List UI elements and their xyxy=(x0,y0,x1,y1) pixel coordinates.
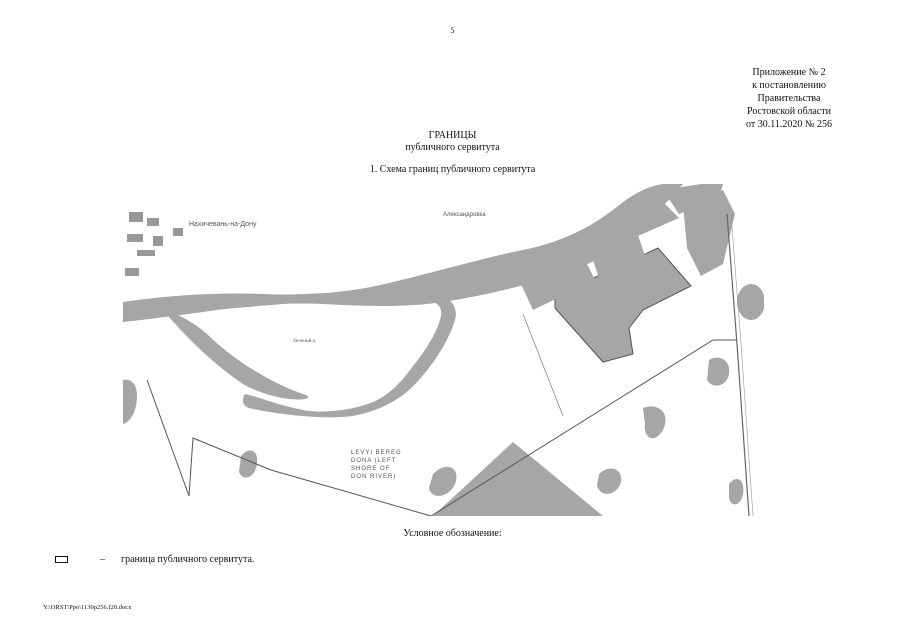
railway-right xyxy=(726,213,750,516)
appendix-line: Ростовской области xyxy=(747,106,831,117)
legend-title: Условное обозначение: xyxy=(403,528,502,539)
port-basin-top xyxy=(601,198,679,246)
appendix-block: Приложение № 2 к постановлению Правитель… xyxy=(729,66,849,131)
scheme-title: 1. Схема границ публичного сервитута xyxy=(369,164,536,175)
city-blocks xyxy=(125,212,183,276)
footer-file-path: Y:\ORST\Ppo\1130p256.f20.docx xyxy=(43,604,132,611)
port-basin-mid xyxy=(591,232,645,278)
map-label-bank-2: DONA (LEFT xyxy=(351,458,396,464)
island-inner-water xyxy=(163,310,309,400)
railway-right-2 xyxy=(730,213,754,516)
servitude-boundary-line xyxy=(188,339,737,516)
appendix-line: к постановлению xyxy=(752,80,826,91)
river-channel-loop xyxy=(163,292,456,418)
lake-7 xyxy=(729,479,744,505)
lake-4 xyxy=(597,468,622,494)
legend-dash: – xyxy=(100,553,105,565)
page-number: 5 xyxy=(450,26,455,35)
lake-1 xyxy=(737,284,764,320)
servitude-area xyxy=(433,442,603,516)
port-basin-upper-right xyxy=(663,184,723,214)
title-sub: публичного сервитута xyxy=(405,142,500,153)
legend-item: – граница публичного сервитута. xyxy=(55,553,254,565)
legend-item-label: граница публичного сервитута. xyxy=(121,553,255,565)
map-label-bank-1: LEVYI BEREG xyxy=(351,450,402,456)
appendix-line: Приложение № 2 xyxy=(752,67,826,78)
map-label-district: Александровка xyxy=(443,212,486,218)
port-basin-left xyxy=(521,256,595,310)
servitude-map: Нахичевань-на-Дону Александровка Зеленый… xyxy=(123,184,764,516)
map-label-bank-3: SHORE OF xyxy=(351,466,390,472)
appendix-line: от 30.11.2020 № 256 xyxy=(746,119,832,130)
lake-3 xyxy=(643,406,666,439)
map-label-island: Зеленый о. xyxy=(293,337,316,343)
boundary-left-segment xyxy=(146,379,190,497)
left-water xyxy=(123,379,137,424)
title-main: ГРАНИЦЫ xyxy=(428,130,477,141)
appendix-line: Правительства xyxy=(757,93,821,104)
lake-6 xyxy=(239,450,258,478)
map-label-city: Нахичевань-на-Дону xyxy=(189,221,257,228)
port-basin-right xyxy=(683,190,735,276)
map-label-bank-4: DON RIVER) xyxy=(351,474,396,480)
lake-2 xyxy=(707,357,730,386)
map-background xyxy=(123,184,764,516)
document-title: ГРАНИЦЫ публичного сервитута xyxy=(0,130,905,154)
port-basin-large xyxy=(554,247,692,363)
road-diagonal xyxy=(522,313,564,417)
lake-5 xyxy=(429,466,457,496)
boundary-swatch-icon xyxy=(55,555,68,563)
